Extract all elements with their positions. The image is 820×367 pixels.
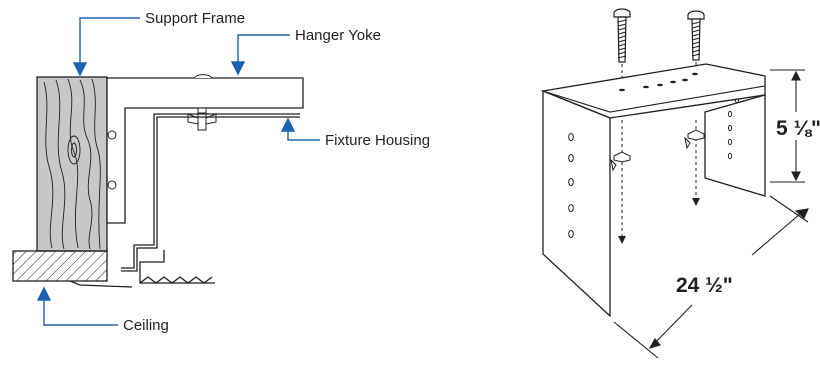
callout-fixture-housing: Fixture Housing — [325, 132, 430, 149]
wood-joist — [36, 76, 108, 252]
callout-ceiling: Ceiling — [123, 317, 169, 334]
callout-lines — [36, 17, 320, 326]
yoke-wing-nuts — [610, 129, 705, 172]
mounting-screw-right — [687, 10, 705, 72]
callout-hanger-yoke: Hanger Yoke — [295, 27, 381, 44]
top-plate-slots — [619, 72, 698, 92]
dimension-length — [613, 195, 809, 359]
yoke-leg-back — [704, 94, 766, 197]
mounting-screw-left — [613, 8, 631, 86]
dimension-height — [770, 69, 805, 183]
height-dimension-label: 5 ⅛" — [776, 117, 820, 140]
cross-section-view: Support Frame Hanger Yoke Fixture Housin… — [12, 10, 430, 334]
callout-support-frame: Support Frame — [145, 10, 245, 27]
wing-nut — [187, 107, 217, 131]
hanger-yoke — [106, 74, 304, 224]
ceiling-board — [12, 250, 108, 282]
yoke-leg-front — [542, 90, 611, 318]
drop-guides — [618, 120, 700, 244]
leg-front-holes — [568, 133, 574, 238]
isometric-view: 5 ⅛" 24 ½" — [540, 8, 820, 359]
fixture-housing — [69, 113, 300, 288]
length-dimension-label: 24 ½" — [676, 274, 733, 297]
